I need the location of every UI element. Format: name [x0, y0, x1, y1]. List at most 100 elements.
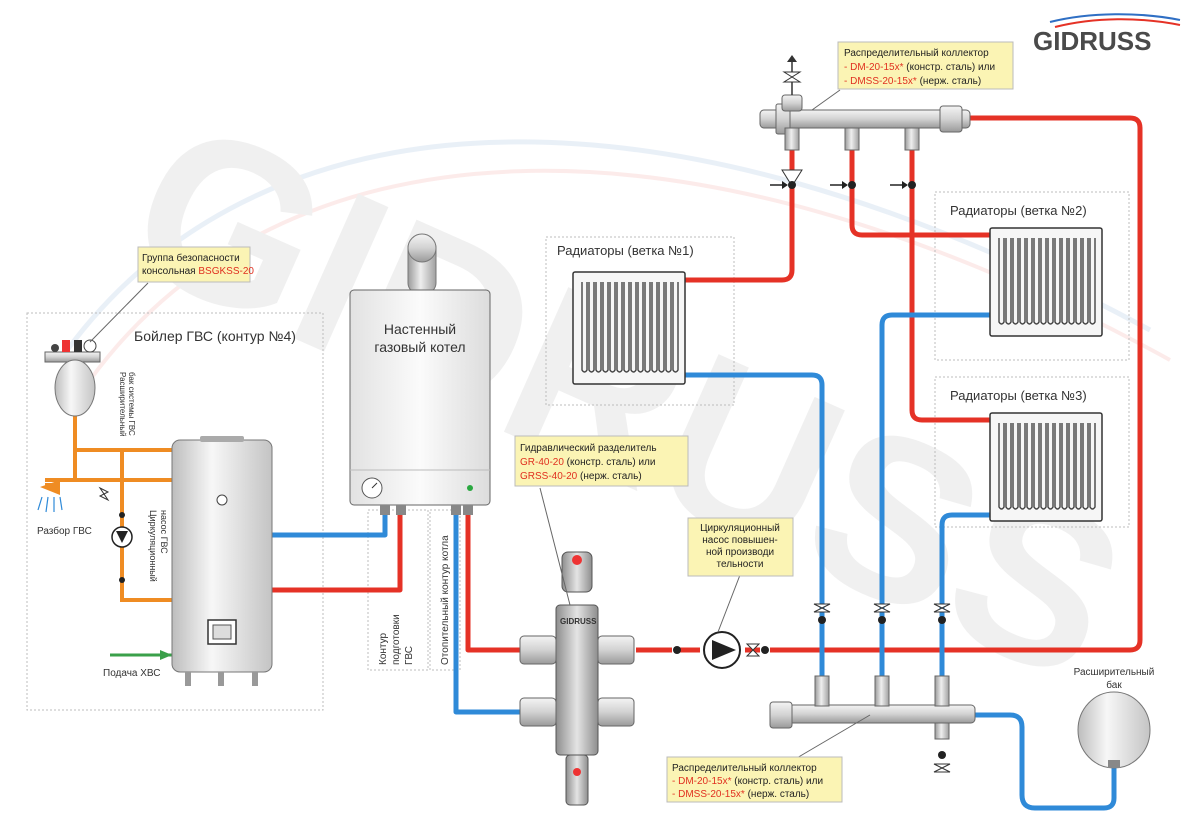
- radiator-fin: [1012, 423, 1019, 510]
- radiator-fin: [998, 423, 1005, 510]
- dhw-pipes: [45, 410, 172, 602]
- radiator-fin: [1082, 423, 1089, 510]
- boiler-dhw-frame: [26, 312, 324, 711]
- radiator-fin: [1054, 238, 1061, 325]
- circ-pump-label-1: Циркуляционный: [148, 510, 158, 582]
- svg-text:- DMSS-20-15x* (нерж. сталь): - DMSS-20-15x* (нерж. сталь): [844, 76, 981, 87]
- dhw-circuit-label-2: подготовки: [391, 614, 402, 665]
- dhw-tank-label-1: Расширительный: [118, 372, 127, 437]
- radiator-fin: [630, 282, 637, 373]
- svg-text:- DM-20-15x* (констр. сталь) и: - DM-20-15x* (констр. сталь) или: [844, 62, 995, 73]
- safety-group: [44, 339, 101, 417]
- note-separator-tail2: (нерж. сталь): [577, 471, 641, 482]
- radiator-fin: [1082, 238, 1089, 325]
- radiator-fin: [1089, 423, 1096, 510]
- radiator-fin: [1089, 238, 1096, 325]
- expansion-tank: [1077, 691, 1151, 769]
- note-separator-code2: GRSS-40-20: [520, 471, 578, 482]
- radiator-fin: [1075, 423, 1082, 510]
- note-manifold-bottom-code2: - DMSS-20-15x*: [672, 789, 745, 800]
- radiator-fin: [1019, 238, 1026, 325]
- radiators-1-frame: [545, 236, 735, 406]
- radiator-fin: [1047, 238, 1054, 325]
- note-manifold-bottom-title: Распределительный коллектор: [672, 763, 817, 774]
- top-manifold: [759, 55, 971, 151]
- radiator-fin: [588, 282, 595, 373]
- radiator-fin: [998, 238, 1005, 325]
- note-pump-line2: насос повышен-: [702, 535, 777, 546]
- radiator-fin: [1047, 423, 1054, 510]
- radiators-2-frame: [934, 191, 1130, 361]
- radiators-3-frame: [934, 376, 1130, 528]
- radiator-fin: [1061, 423, 1068, 510]
- gas-boiler-label-2: газовый котел: [374, 339, 465, 355]
- radiator-fin: [602, 282, 609, 373]
- radiator-fin: [1019, 423, 1026, 510]
- dhw-circuit-label-3: ГВС: [404, 646, 415, 665]
- svg-text:GRSS-40-20 (нерж. сталь): GRSS-40-20 (нерж. сталь): [520, 471, 642, 482]
- callout-leaders: [89, 89, 871, 763]
- note-manifold-top-tail2: (нерж. сталь): [917, 76, 981, 87]
- radiator-fin: [1068, 238, 1075, 325]
- brand-logo: GIDRUSS: [1033, 13, 1181, 56]
- radiator-fin: [609, 282, 616, 373]
- circ-pump-label-2: насос ГВС: [159, 510, 169, 554]
- radiators-1-label: Радиаторы (ветка №1): [557, 243, 694, 258]
- note-separator: Гидравлический разделитель GR-40-20 (кон…: [514, 435, 689, 487]
- radiator-fin: [1068, 423, 1075, 510]
- note-safety-group-pre: консольная: [142, 266, 198, 277]
- radiator-fin: [1012, 238, 1019, 325]
- radiator-fin: [581, 282, 588, 373]
- radiator-3: [989, 412, 1103, 522]
- svg-text:- DMSS-20-15x* (нерж. сталь): - DMSS-20-15x* (нерж. сталь): [672, 789, 809, 800]
- radiator-fin: [1026, 423, 1033, 510]
- radiators-2-label: Радиаторы (ветка №2): [950, 203, 1087, 218]
- gas-boiler-label-1: Настенный: [384, 321, 456, 337]
- radiators-3-label: Радиаторы (ветка №3): [950, 388, 1087, 403]
- dhw-tap-shower: [37, 480, 110, 513]
- note-pump-line4: тельности: [717, 559, 764, 570]
- radiator-fin: [1033, 238, 1040, 325]
- radiator-fin: [651, 282, 658, 373]
- note-separator-title: Гидравлический разделитель: [520, 443, 657, 454]
- heating-circuit-frame: [429, 509, 461, 671]
- note-manifold-top-code1: - DM-20-15x*: [844, 62, 904, 73]
- radiator-fin: [1061, 238, 1068, 325]
- cold-supply-label: Подача ХВС: [103, 668, 161, 679]
- radiator-fin: [665, 282, 672, 373]
- separator-brand: GIDRUSS: [560, 617, 597, 626]
- boiler-dhw-title: Бойлер ГВС (контур №4): [134, 328, 296, 344]
- radiator-fin: [1054, 423, 1061, 510]
- radiator-fin: [1005, 423, 1012, 510]
- radiator-1: [572, 271, 686, 385]
- hot-pipes: [272, 115, 1143, 653]
- svg-text:- DM-20-15x* (констр. сталь) и: - DM-20-15x* (констр. сталь) или: [672, 776, 823, 787]
- radiator-fin: [644, 282, 651, 373]
- note-manifold-top-title: Распределительный коллектор: [844, 48, 989, 59]
- radiator-fin: [1005, 238, 1012, 325]
- gas-boiler: [349, 233, 491, 515]
- cold-water-arrow: [160, 650, 172, 660]
- radiator-fin: [1075, 238, 1082, 325]
- note-manifold-top: Распределительный коллектор - DM-20-15x*…: [837, 41, 1014, 90]
- note-separator-tail1: (констр. сталь) или: [564, 457, 656, 468]
- note-manifold-top-tail1: (констр. сталь) или: [903, 62, 995, 73]
- note-pump-line3: ной производи: [706, 547, 774, 558]
- note-separator-code1: GR-40-20: [520, 457, 564, 468]
- note-manifold-bottom-tail2: (нерж. сталь): [745, 789, 809, 800]
- note-manifold-bottom-code1: - DM-20-15x*: [672, 776, 732, 787]
- heating-circuit-label: Отопительный контур котла: [440, 535, 451, 665]
- note-safety-group: Группа безопасности консольная BSGKSS-20: [137, 246, 254, 283]
- note-safety-group-line1: Группа безопасности: [142, 252, 240, 264]
- dhw-storage-tank: [171, 436, 273, 686]
- radiator-2: [989, 227, 1103, 337]
- dhw-circuit-label-1: Контур: [378, 633, 389, 665]
- hydraulic-separator: GIDRUSS: [519, 551, 635, 806]
- dhw-tap-label: Разбор ГВС: [37, 525, 92, 537]
- radiator-fin: [658, 282, 665, 373]
- note-pump-line1: Циркуляционный: [700, 523, 780, 534]
- bottom-manifold: [769, 603, 976, 773]
- note-manifold-bottom: Распределительный коллектор - DM-20-15x*…: [666, 756, 843, 803]
